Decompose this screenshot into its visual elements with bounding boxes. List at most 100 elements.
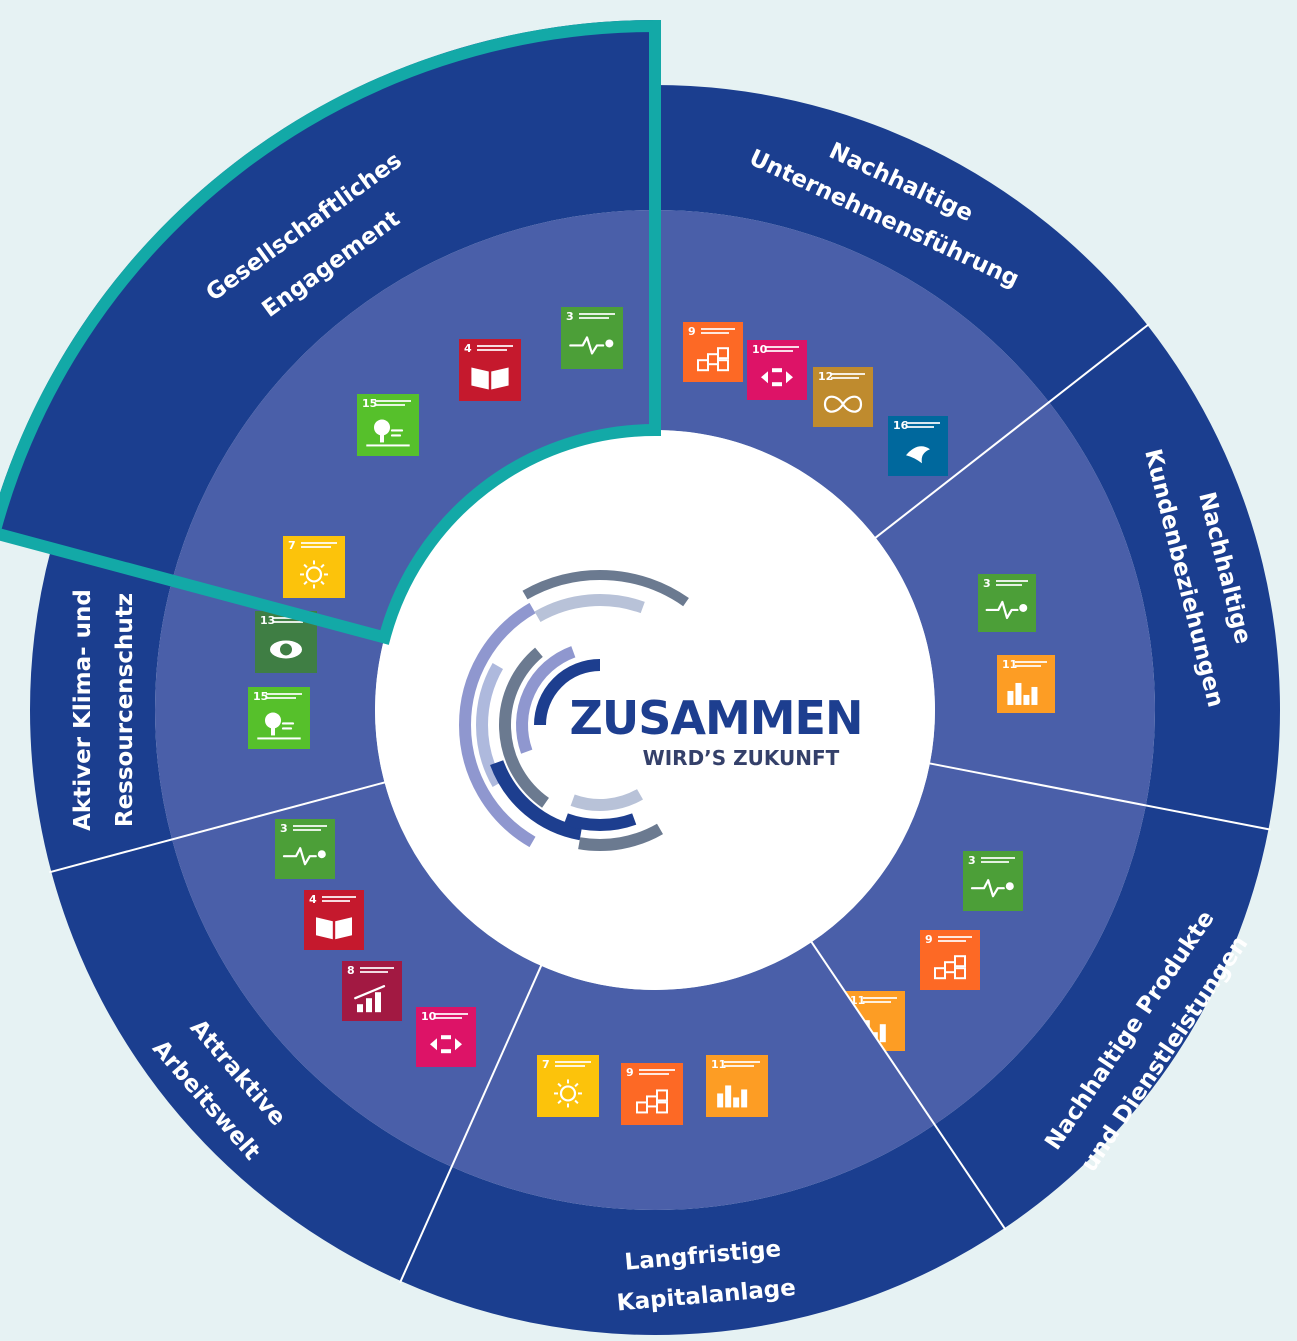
highlight-outline (0, 19, 661, 645)
sdg-caption-bar (555, 1065, 585, 1067)
sdg-glyph (471, 367, 509, 390)
logo-ring-arc (516, 646, 576, 754)
sdg-glyph (605, 339, 614, 348)
sdg-8-growth-chart-icon: 8 (342, 961, 402, 1021)
sdg-glyph (970, 879, 1005, 898)
sdg-glyph (906, 446, 930, 464)
sdg-glyph (1023, 694, 1030, 705)
logo-ring-arc (534, 659, 601, 726)
sdg-glyph (1019, 603, 1028, 612)
sdg-caption-bar (831, 373, 865, 375)
sdg-glyph (1031, 686, 1038, 705)
sdg-glyph (557, 1082, 562, 1088)
segment-outer-band (934, 805, 1269, 1229)
sdg-glyph (271, 725, 275, 736)
logo-ring-arc (499, 647, 550, 808)
sdg-glyph (374, 419, 390, 436)
sdg-3-heartbeat-icon: 3 (963, 851, 1023, 911)
sdg-glyph (1007, 690, 1014, 705)
sdg-glyph (357, 1004, 363, 1013)
sdg-number: 9 (626, 1066, 634, 1079)
sdg-3-heartbeat-icon: 3 (275, 819, 335, 879)
sdg-number: 9 (688, 325, 696, 338)
sdg-tile (978, 574, 1036, 632)
segment-outer-band (51, 839, 452, 1281)
sdg-caption-bar (301, 542, 337, 544)
sdg-number: 12 (818, 370, 833, 383)
sdg-glyph (441, 1049, 451, 1054)
sdg-number: 7 (288, 539, 296, 552)
sdg-glyph (354, 985, 386, 1000)
sdg-glyph (761, 371, 793, 384)
sdg-glyph (280, 643, 292, 656)
sdg-caption-bar (477, 349, 507, 351)
highlight-layer (0, 19, 661, 645)
sdg-9-cubes-icon: 9 (920, 930, 980, 990)
segment-outer-band (30, 548, 173, 872)
sdg-11-city-icon: 11 (997, 655, 1055, 713)
sdg-glyph (366, 998, 372, 1013)
sdg-glyph (317, 850, 326, 859)
segment-divider (809, 939, 1007, 1231)
sdg-caption-bar (906, 422, 940, 424)
sdg-glyph (559, 1085, 577, 1102)
sdg-glyph (879, 1024, 886, 1043)
logo-ring-arc (578, 823, 663, 851)
sdg-caption-bar (322, 896, 356, 898)
sdg-glyph (320, 563, 325, 569)
sdg-caption-bar (434, 1017, 462, 1019)
sdg-number: 15 (362, 397, 377, 410)
logo-ring-arc (563, 813, 637, 831)
segment-divider (927, 762, 1271, 831)
sdg-glyph (733, 1097, 740, 1108)
sdg-glyph (717, 359, 729, 372)
sdg-glyph (430, 1038, 462, 1051)
sdg-caption-bar (701, 328, 735, 330)
sdg-caption-bar (477, 345, 513, 347)
logo-main-text: ZUSAMMEN (570, 691, 863, 745)
sdg-caption-bar (863, 997, 897, 999)
sdg-4-book-icon: 4 (459, 339, 521, 401)
sdg-9-cubes-icon: 9 (683, 322, 743, 382)
sdg-11-city-icon: 11 (706, 1055, 768, 1117)
sdg-caption-bar (434, 1013, 468, 1015)
sdg-glyph (257, 737, 301, 740)
sdg-caption-bar (938, 940, 966, 942)
sdg-glyph (265, 712, 281, 729)
sdg-glyph (574, 1099, 579, 1105)
sdg-caption-bar (639, 1069, 675, 1071)
sdg-caption-bar (293, 829, 321, 831)
sdg-number: 9 (925, 933, 933, 946)
sdg-glyph (557, 1099, 562, 1105)
sdg-number: 7 (542, 1058, 550, 1071)
sdg-glyph (954, 967, 966, 980)
logo-ring-arc (522, 570, 689, 607)
sdg-glyph (390, 429, 404, 437)
sdg-glyph (772, 382, 782, 387)
logo-ring-arc (534, 594, 645, 622)
sdg-caption-bar (266, 697, 296, 699)
sdg-caption-bar (701, 332, 729, 334)
sdg-number: 13 (260, 614, 275, 627)
sdg-number: 16 (893, 419, 909, 432)
center-hub: ZUSAMMEN WIRD’S ZUKUNFT (375, 430, 935, 990)
sdg-glyph (717, 1093, 724, 1108)
logo-ring-arc (476, 663, 504, 787)
sdg-glyph (1005, 882, 1014, 891)
sdg-glyph (985, 600, 1019, 620)
sdg-glyph (636, 1101, 648, 1114)
sdg-glyph (305, 566, 323, 583)
sdg-glyph (316, 917, 352, 940)
logo-sub-text: WIRD’S ZUKUNFT (643, 746, 840, 770)
sdg-glyph (823, 395, 863, 413)
sdg-caption-bar (765, 350, 793, 352)
sdg-caption-bar (266, 693, 302, 695)
sdg-number: 10 (752, 343, 768, 356)
